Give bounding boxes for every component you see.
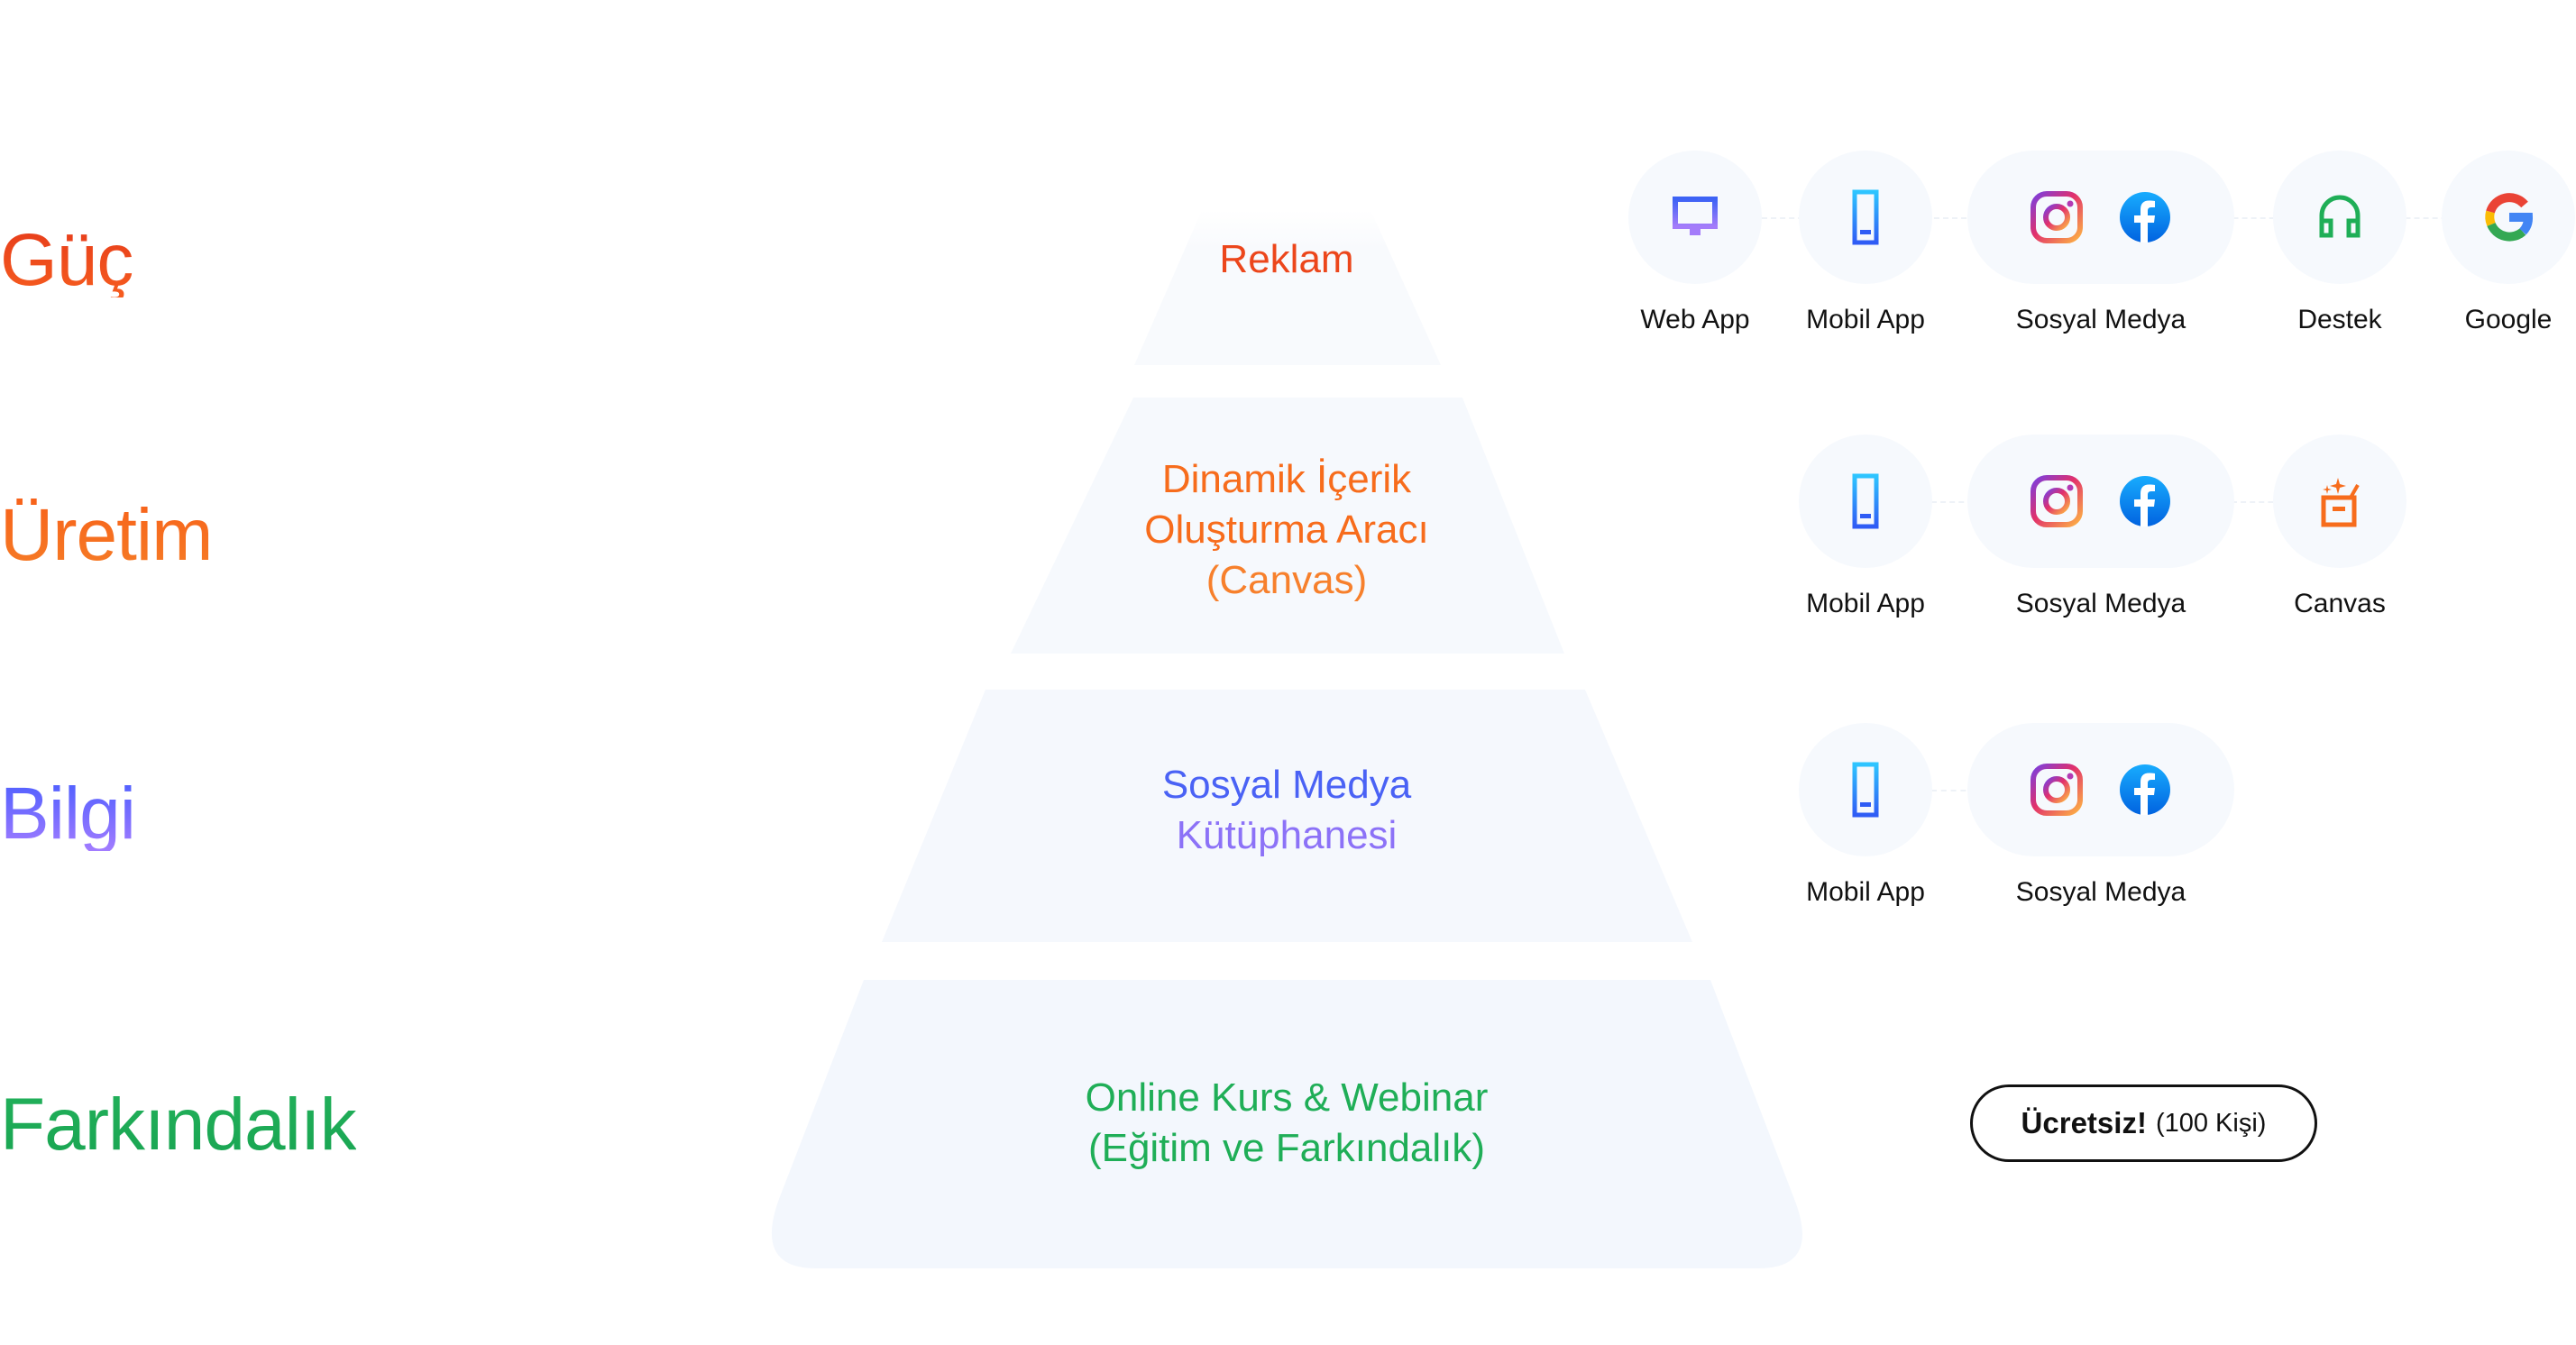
pyramid-text-line: Oluşturma Aracı — [1144, 508, 1429, 552]
mobile-phone-icon — [1852, 762, 1879, 818]
level-label-uretim: Üretim — [0, 494, 213, 576]
facebook-icon — [2120, 192, 2170, 242]
google-icon — [2485, 193, 2533, 242]
pyramid-text-online-course: Online Kurs & Webinar (Eğitim ve Farkınd… — [926, 1073, 1647, 1174]
pyramid-text-reklam: Reklam — [926, 234, 1647, 285]
channel-web-app — [1628, 151, 1762, 284]
channel-label: Mobil App — [1806, 877, 1925, 907]
channel-label: Mobil App — [1806, 305, 1925, 334]
pyramid-text-line: Kütüphanesi — [1176, 813, 1398, 857]
free-badge: Ücretsiz! (100 Kişi) — [1970, 1084, 2317, 1162]
pyramid-tier-bilgi — [882, 690, 1692, 942]
channel-label: Sosyal Medya — [2015, 877, 2186, 907]
mobile-phone-icon — [1852, 473, 1879, 529]
channel-mobile-app — [1799, 151, 1932, 284]
pyramid-text-line: Sosyal Medya — [1161, 763, 1412, 807]
monitor-icon — [1673, 197, 1718, 235]
pyramid-text-line: (Eğitim ve Farkındalık) — [1087, 1126, 1486, 1170]
channel-social-media — [1967, 435, 2234, 568]
channel-support — [2273, 151, 2406, 284]
instagram-icon — [2031, 475, 2083, 527]
channel-mobile-app — [1799, 723, 1932, 856]
level-label-guc: Güç — [0, 219, 133, 301]
instagram-icon — [2031, 191, 2083, 243]
channel-label: Web App — [1640, 305, 1750, 334]
headphones-icon — [2319, 195, 2361, 238]
instagram-icon — [2031, 764, 2083, 816]
channel-label: Google — [2464, 305, 2553, 334]
channel-label: Sosyal Medya — [2015, 589, 2186, 618]
pyramid-text-line: Dinamik İçerik — [1161, 457, 1412, 501]
pyramid-tier-guc — [1134, 210, 1441, 365]
pyramid-text-line: Online Kurs & Webinar — [1085, 1075, 1489, 1120]
canvas-icon — [2321, 478, 2360, 527]
pyramid-tier-farkindalik — [771, 980, 1803, 1268]
pyramid-text-line: (Canvas) — [1205, 558, 1368, 602]
channel-label: Sosyal Medya — [2015, 305, 2186, 334]
facebook-icon — [2120, 476, 2170, 526]
channel-label: Destek — [2297, 305, 2382, 334]
pyramid-text-canvas-tool: Dinamik İçerik Oluşturma Aracı (Canvas) — [926, 454, 1647, 606]
channel-label: Canvas — [2294, 589, 2386, 618]
channel-social-media — [1967, 723, 2234, 856]
channel-label: Mobil App — [1806, 589, 1925, 618]
connector-line — [1931, 790, 1985, 791]
channel-canvas — [2273, 435, 2406, 568]
pyramid-text-line: Reklam — [1219, 237, 1354, 281]
channel-google — [2442, 151, 2575, 284]
level-label-bilgi: Bilgi — [0, 773, 136, 855]
badge-strong-text: Ücretsiz! — [2021, 1106, 2147, 1139]
channel-mobile-app — [1799, 435, 1932, 568]
mobile-phone-icon — [1852, 189, 1879, 245]
badge-detail-text: (100 Kişi) — [2155, 1108, 2267, 1138]
pyramid-tier-uretim — [1011, 398, 1564, 654]
facebook-icon — [2120, 764, 2170, 815]
pyramid-text-social-library: Sosyal Medya Kütüphanesi — [926, 760, 1647, 861]
level-label-farkindalik: Farkındalık — [0, 1084, 357, 1166]
channel-social-media — [1967, 151, 2234, 284]
